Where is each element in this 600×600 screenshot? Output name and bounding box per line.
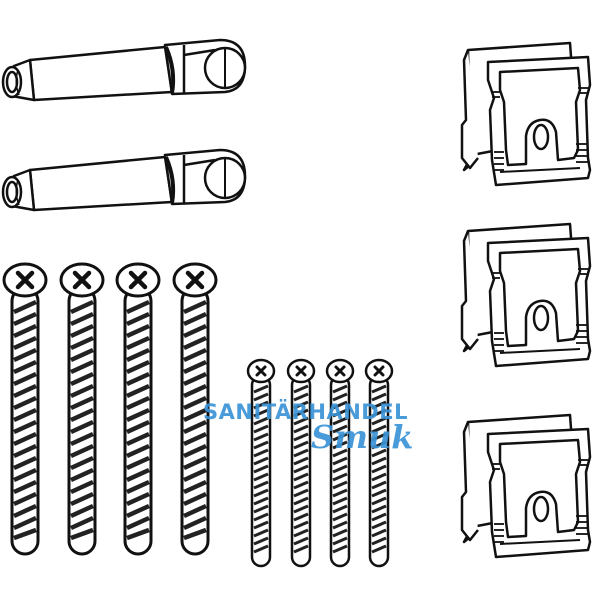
short-screw-2 bbox=[286, 358, 316, 568]
long-screw-2 bbox=[61, 264, 103, 554]
short-screw-3 bbox=[325, 358, 355, 568]
long-screw-3 bbox=[117, 264, 159, 554]
long-screw-1 bbox=[4, 264, 46, 554]
short-screw-4 bbox=[364, 358, 394, 568]
plastic-clip-1 bbox=[460, 41, 592, 187]
plastic-clip-3 bbox=[460, 413, 592, 559]
slotted-pin-2 bbox=[1, 148, 247, 212]
long-screw-4 bbox=[174, 264, 216, 554]
short-screw-1 bbox=[246, 358, 276, 568]
slotted-pin-1 bbox=[1, 38, 247, 102]
plastic-clip-2 bbox=[460, 222, 592, 368]
